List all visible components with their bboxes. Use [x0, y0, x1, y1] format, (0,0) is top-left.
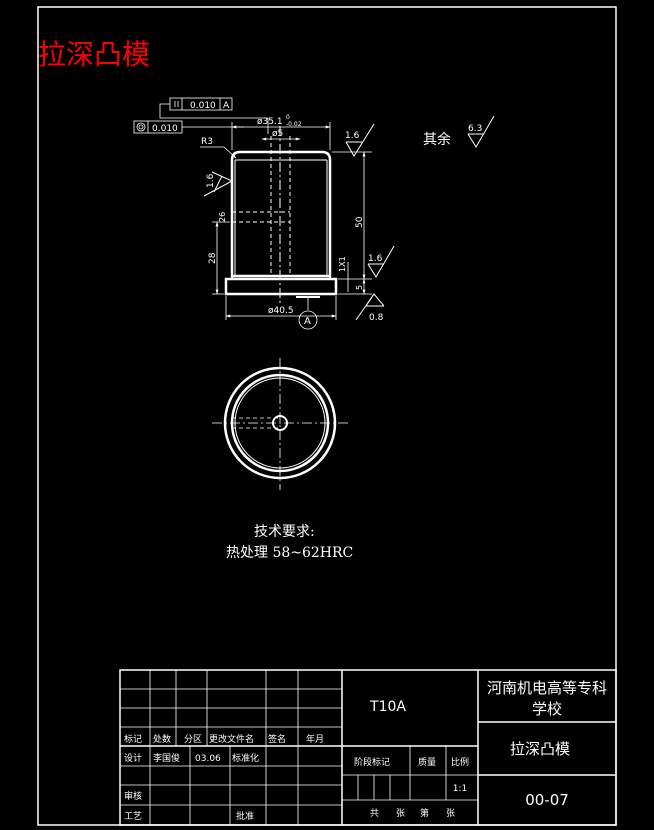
concentricity-icon — [136, 122, 146, 132]
sheet-total-label: 共 — [370, 808, 379, 819]
header-date: 年月 — [306, 733, 324, 745]
dia-base-label: ø40.5 — [268, 306, 294, 316]
datum-circle — [298, 310, 318, 330]
header-doc-no: 更改文件名 — [209, 733, 254, 745]
header-approve: 批准 — [236, 810, 254, 822]
header-sign: 签名 — [268, 733, 286, 745]
header-weight: 质量 — [418, 756, 436, 768]
title-block-frame — [119, 669, 617, 826]
roughness-mid-icon — [367, 245, 395, 278]
concentricity-frame — [133, 120, 183, 134]
title-block-text: T10A 河南机电高等专科 学校 拉深凸模 00-07 1:1 标记 处数 分区… — [124, 679, 607, 822]
concentricity-icon — [138, 124, 144, 130]
gdt-frames — [133, 97, 233, 134]
radius-leader — [200, 146, 237, 159]
roughness-other-icon — [467, 115, 495, 148]
scale-value: 1:1 — [453, 784, 467, 794]
concentricity-value: 0.010 — [152, 124, 178, 134]
header-process: 工艺 — [124, 811, 142, 822]
parallelism-leader — [159, 103, 269, 134]
roughness-bottom-icon — [355, 293, 375, 321]
roughness-bottom-icon — [365, 293, 385, 307]
front-dimensions — [159, 103, 372, 330]
rough-side-value: 1.6 — [206, 173, 216, 188]
drawing-number: 00-07 — [525, 791, 569, 809]
drawing-title: 拉深凸模 — [38, 38, 150, 71]
datum-letter: A — [304, 316, 311, 327]
front-view — [224, 126, 338, 305]
part-name: 拉深凸模 — [510, 740, 570, 758]
header-design: 设计 — [124, 752, 142, 764]
other-roughness-label: 其余 — [423, 131, 451, 148]
chamfer-label: 1X1 — [338, 256, 347, 272]
roughness-side-icon — [203, 171, 234, 197]
school-line-2: 学校 — [532, 700, 562, 718]
header-standard: 标准化 — [232, 752, 259, 764]
rough-bottom-value: 0.8 — [369, 313, 384, 323]
sheet-unit-label-2: 张 — [446, 808, 455, 819]
tech-requirements-heading: 技术要求: — [254, 524, 315, 540]
height-inner-label: 28 — [208, 252, 218, 264]
parallelism-frame — [169, 97, 233, 111]
height-total-label: 50 — [355, 216, 365, 228]
header-review: 审核 — [124, 790, 142, 802]
header-count: 处数 — [153, 733, 171, 745]
dia-hole-label: ø5 — [272, 129, 283, 139]
top-view — [212, 358, 348, 490]
flange-height-label: 5 — [355, 285, 364, 290]
punch-body-outline — [230, 150, 332, 278]
header-zone: 分区 — [184, 734, 202, 745]
rough-other-value: 6.3 — [468, 124, 482, 134]
parallelism-datum: A — [223, 101, 230, 111]
header-scale: 比例 — [451, 756, 469, 768]
dia-outer-tol-lower: -0.02 — [286, 121, 302, 128]
designer-name: 李国俊 — [153, 752, 180, 764]
dia-outer-label: ø35.1 — [257, 117, 283, 127]
rough-top-value: 1.6 — [345, 131, 360, 141]
sheet-unit-label: 张 — [396, 808, 405, 819]
radius-label: R3 — [201, 137, 213, 147]
roughness-top-icon — [345, 123, 375, 157]
title-block — [119, 669, 617, 826]
header-mark: 标记 — [124, 733, 142, 745]
dia-outer-tol-upper: 0 — [286, 114, 290, 121]
material-value: T10A — [369, 699, 406, 715]
design-date: 03.06 — [195, 754, 221, 764]
roughness-side-icon — [213, 175, 223, 193]
sheet-nth-label: 第 — [420, 807, 429, 819]
roughness-symbols — [203, 115, 495, 321]
parallelism-value: 0.010 — [190, 101, 216, 111]
school-line-1: 河南机电高等专科 — [487, 679, 607, 697]
rough-mid-value: 1.6 — [368, 254, 383, 264]
tech-requirements-line: 热处理 58~62HRC — [226, 545, 353, 561]
header-stage-mark: 阶段标记 — [354, 756, 390, 768]
hole-depth-label: 26 — [218, 212, 227, 222]
callout-labels: 0.010 A 0.010 ø35.1 0 -0.02 ø5 R3 1.6 1.… — [152, 101, 482, 327]
punch-flange — [224, 277, 338, 296]
